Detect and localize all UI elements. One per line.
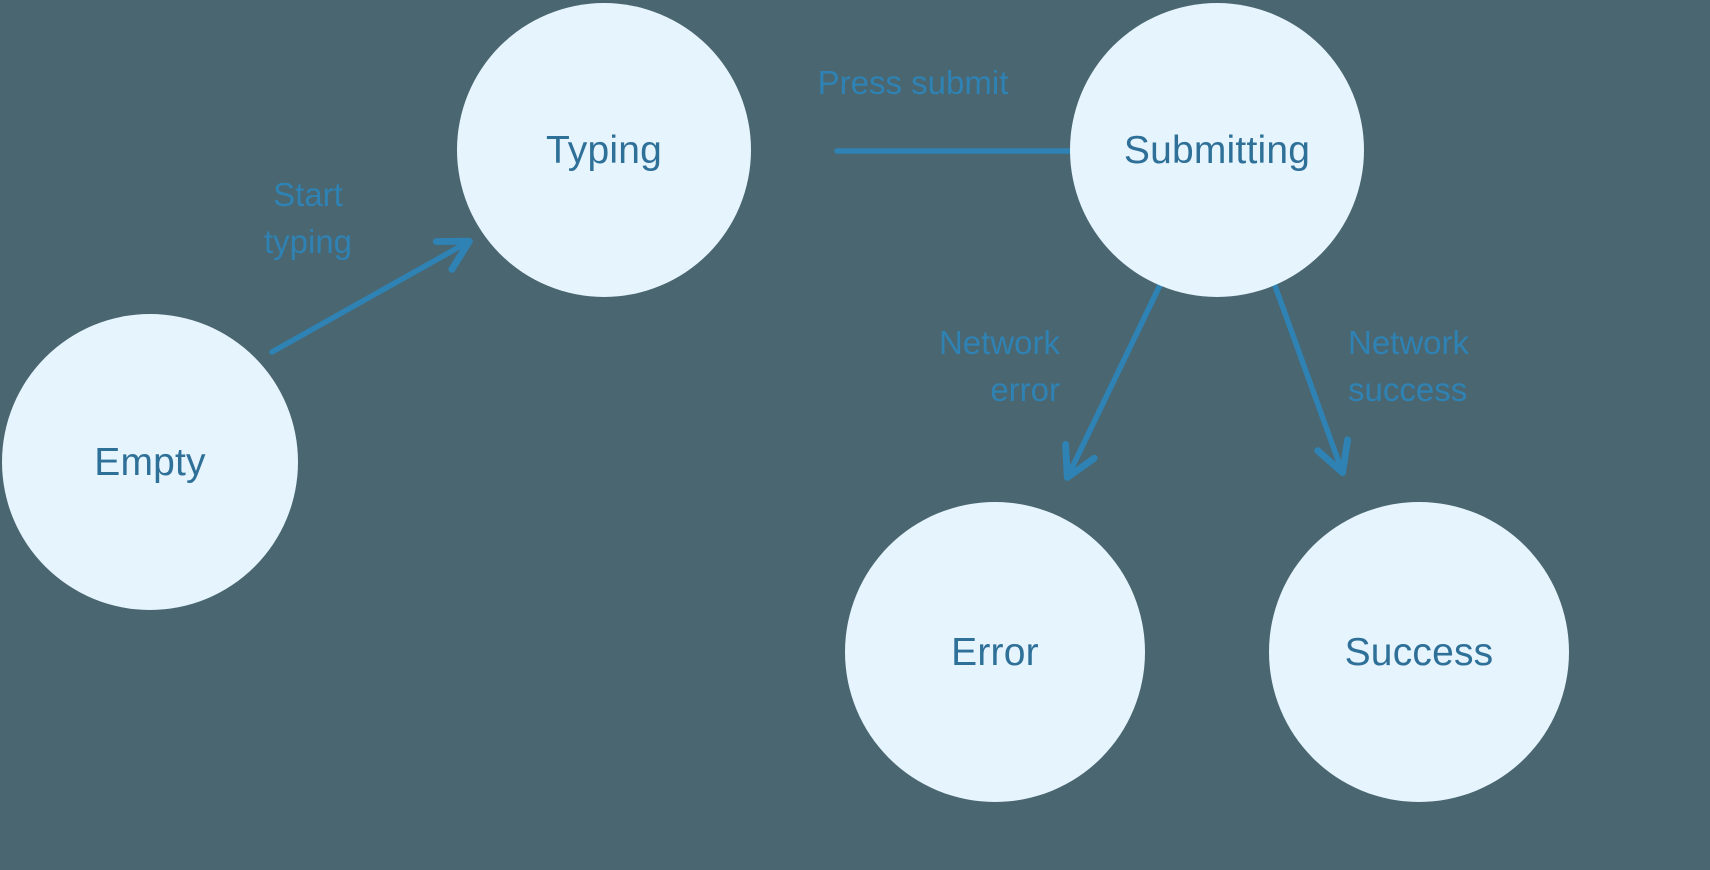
state-node-success[interactable]: Success xyxy=(1269,502,1569,802)
state-node-empty-label: Empty xyxy=(94,440,206,484)
state-node-error-label: Error xyxy=(951,630,1039,674)
state-node-error[interactable]: Error xyxy=(845,502,1145,802)
state-node-success-label: Success xyxy=(1344,630,1494,674)
edge-submitting-to-error xyxy=(1068,280,1164,476)
edge-submitting-to-success xyxy=(1271,280,1342,471)
state-node-typing-label: Typing xyxy=(545,128,663,172)
state-node-submitting-label: Submitting xyxy=(1123,128,1311,172)
edge-empty-to-typing xyxy=(269,242,468,355)
state-node-submitting[interactable]: Submitting xyxy=(1070,3,1364,297)
state-node-typing[interactable]: Typing xyxy=(457,3,751,297)
state-node-empty[interactable]: Empty xyxy=(2,314,298,610)
